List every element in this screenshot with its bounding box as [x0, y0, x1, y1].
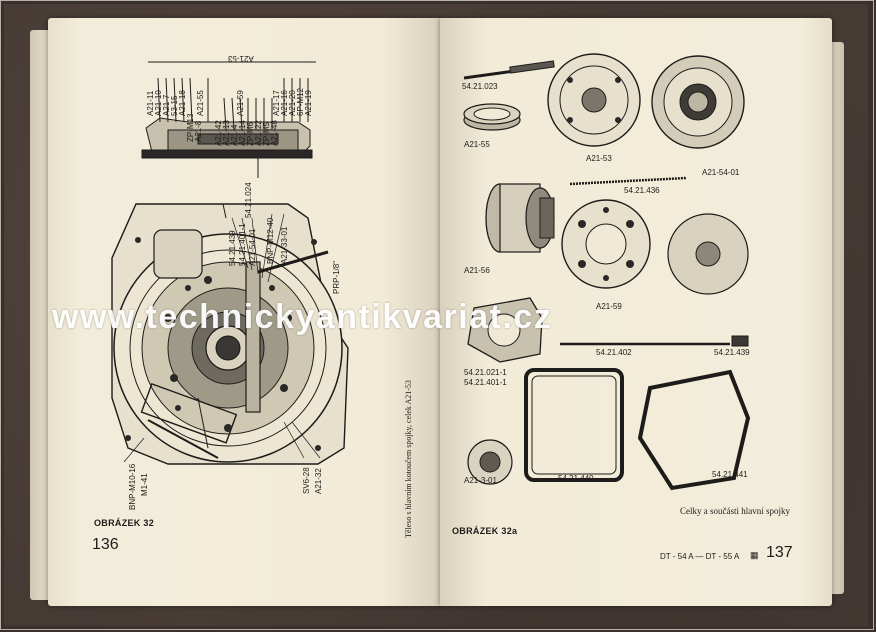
part-label-5: 54.21.436: [624, 186, 660, 195]
left-page-edges: [30, 30, 52, 600]
watermark-text: www.technickyantikvariat.cz: [52, 298, 553, 336]
part-label-13: 54.21.440: [558, 474, 594, 483]
label-t6: A21-55: [196, 90, 205, 116]
label-t7: A21-59: [236, 90, 245, 116]
part-label-1: 54.21.023: [462, 82, 498, 91]
part-label-11: 54.21.401-1: [464, 378, 507, 387]
label-t5: A21-18: [178, 90, 187, 116]
right-footer-text: DT - 54 A — DT - 55 A: [660, 552, 740, 561]
part-label-8: 54.21.402: [596, 348, 632, 357]
label-t12: A21-19: [304, 90, 313, 116]
label-b1: BNP-M10-16: [128, 463, 137, 510]
part-label-7: A21-59: [596, 302, 622, 311]
right-page-number: 137: [766, 544, 793, 561]
label-prp: PRP-1/8": [332, 260, 341, 294]
right-page: 54.21.023 A21-55 A21-53 A21-54-01 54.21.…: [440, 18, 832, 606]
part-label-14: 54.21.441: [712, 470, 748, 479]
part-label-12: A21-3-01: [464, 476, 497, 485]
part-label-2: A21-55: [464, 140, 490, 149]
part-label-10: 54.21.021-1: [464, 368, 507, 377]
label-m10: A21-48: [270, 120, 279, 146]
label-b2: M1-41: [140, 473, 149, 496]
label-d1: 54.21.439: [228, 230, 237, 266]
part-label-4: A21-54-01: [702, 168, 740, 177]
label-d2: 54.21.401-1: [238, 223, 247, 266]
left-figure-caption: OBRÁZEK 32: [94, 518, 155, 528]
right-figure-caption: OBRÁZEK 32a: [452, 526, 518, 536]
label-d5: A21-33-01: [280, 226, 289, 264]
left-page-number: 136: [92, 536, 119, 553]
label-m2: A21-8: [194, 120, 203, 142]
left-page: A21-53 A21-11 A21-10 A21-7 53-15 A21-18 …: [48, 18, 440, 606]
label-d3: A21-54-01: [248, 228, 257, 266]
label-m11: 54.21.024: [244, 182, 253, 218]
part-label-3: A21-53: [586, 154, 612, 163]
footer-separator-icon: ▦: [750, 550, 759, 560]
left-side-caption: Těleso s hlavním kotoučem spojky, celek …: [404, 380, 413, 538]
right-caption: Celky a součásti hlavní spojky: [680, 506, 790, 516]
part-label-6: A21-56: [464, 266, 490, 275]
label-d4: BNP-M12-40: [266, 217, 275, 264]
label-b3: SV6-28: [302, 467, 311, 494]
clutch-assembly-drawing: [111, 61, 349, 465]
label-top: A21-53: [228, 54, 254, 63]
clutch-parts-drawing: [463, 53, 751, 491]
part-label-9: 54.21.439: [714, 348, 750, 357]
label-b4: A21-32: [314, 468, 323, 494]
